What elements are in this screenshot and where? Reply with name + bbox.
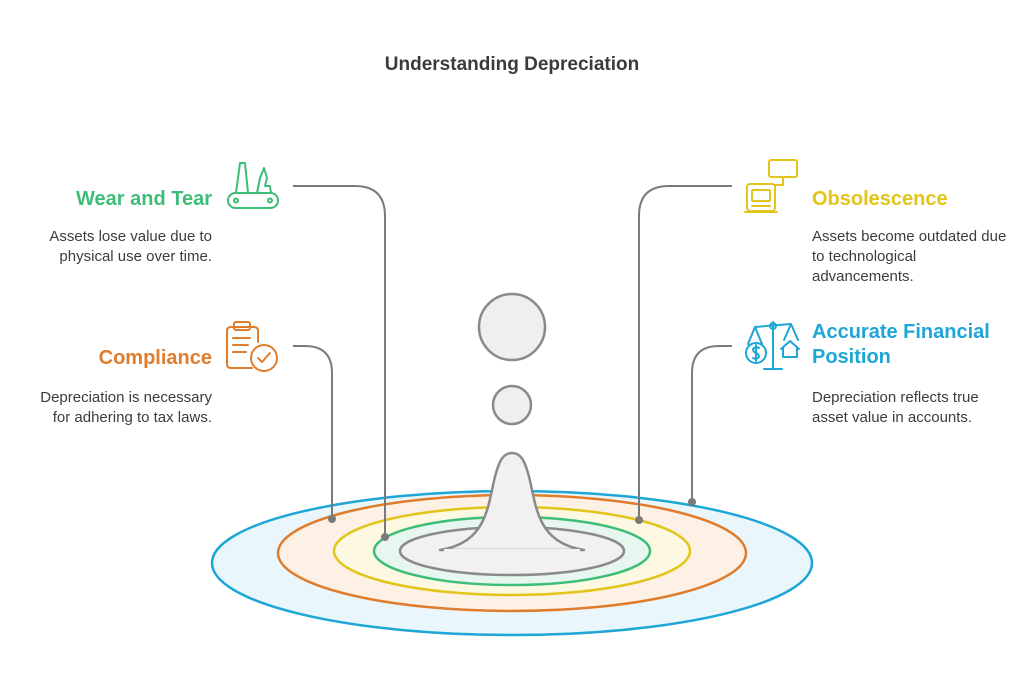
compliance-description: Depreciation is necessary for adhering t… — [40, 389, 212, 426]
connector-accurate — [691, 345, 732, 502]
accurate-financial-position-description: Depreciation reflects true asset value i… — [812, 389, 979, 426]
obsolescence-description: Assets become outdated due to technologi… — [812, 228, 1007, 285]
clipboard-check-icon — [226, 321, 278, 372]
page-title: Understanding Depreciation — [384, 54, 640, 75]
connectors — [293, 185, 732, 537]
balance-scale-icon — [745, 321, 800, 370]
wear-and-tear-description: Assets lose value due to physical use ov… — [49, 228, 212, 265]
splash-column — [438, 451, 586, 552]
connector-obsolescence — [638, 185, 732, 520]
droplet-small — [491, 384, 533, 426]
connector-compliance — [293, 345, 333, 519]
outdated-computer-icon — [744, 159, 798, 213]
accurate-financial-position-heading: Accurate Financial Position — [812, 321, 990, 368]
connector-wear — [293, 185, 386, 537]
compliance-heading: Compliance — [98, 347, 212, 369]
droplet-large — [477, 292, 547, 362]
multitool-icon — [227, 162, 279, 209]
wear-and-tear-heading: Wear and Tear — [76, 188, 212, 210]
connector-dots — [328, 498, 696, 541]
obsolescence-heading: Obsolescence — [812, 188, 948, 210]
